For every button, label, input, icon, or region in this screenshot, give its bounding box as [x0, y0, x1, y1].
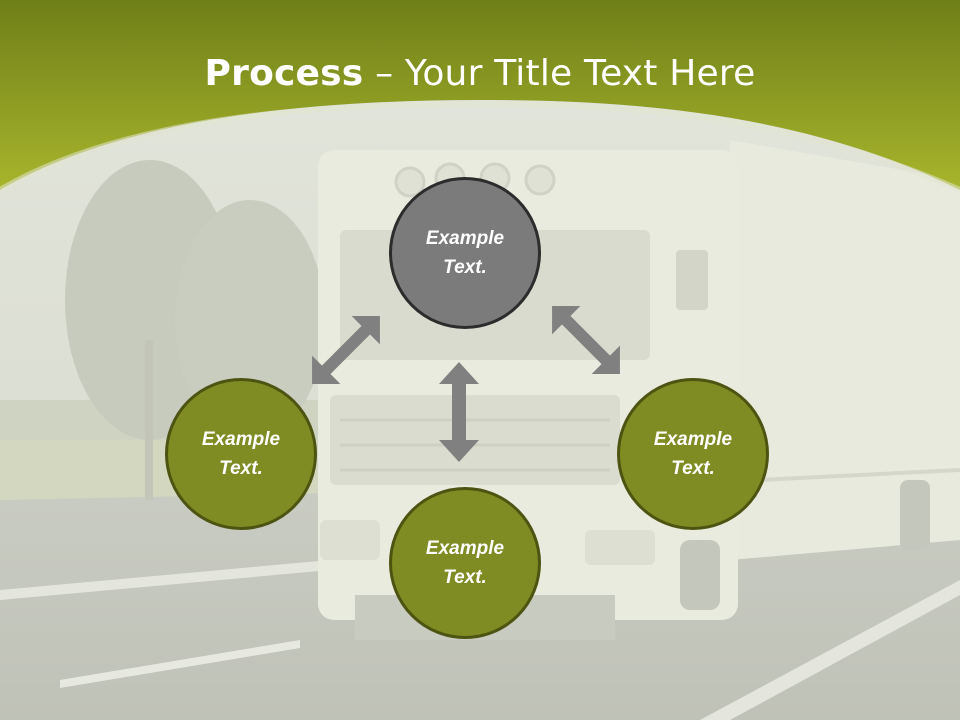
node-top-text: Example Text.	[425, 228, 505, 278]
arrow-top-left	[312, 316, 380, 384]
process-node-top: Example Text.	[389, 177, 541, 329]
node-bottom-text: Example Text.	[425, 538, 505, 588]
title-rest: – Your Title Text Here	[363, 53, 756, 94]
node-left-text: Example Text.	[201, 429, 281, 479]
arrow-top-right	[552, 306, 620, 374]
process-node-left: Example Text.	[165, 378, 317, 530]
slide-title: Process – Your Title Text Here	[0, 52, 960, 96]
title-bold: Process	[204, 53, 364, 94]
process-node-right: Example Text.	[617, 378, 769, 530]
arrow-vertical	[439, 362, 479, 462]
node-right-text: Example Text.	[653, 429, 733, 479]
process-node-bottom: Example Text.	[389, 487, 541, 639]
